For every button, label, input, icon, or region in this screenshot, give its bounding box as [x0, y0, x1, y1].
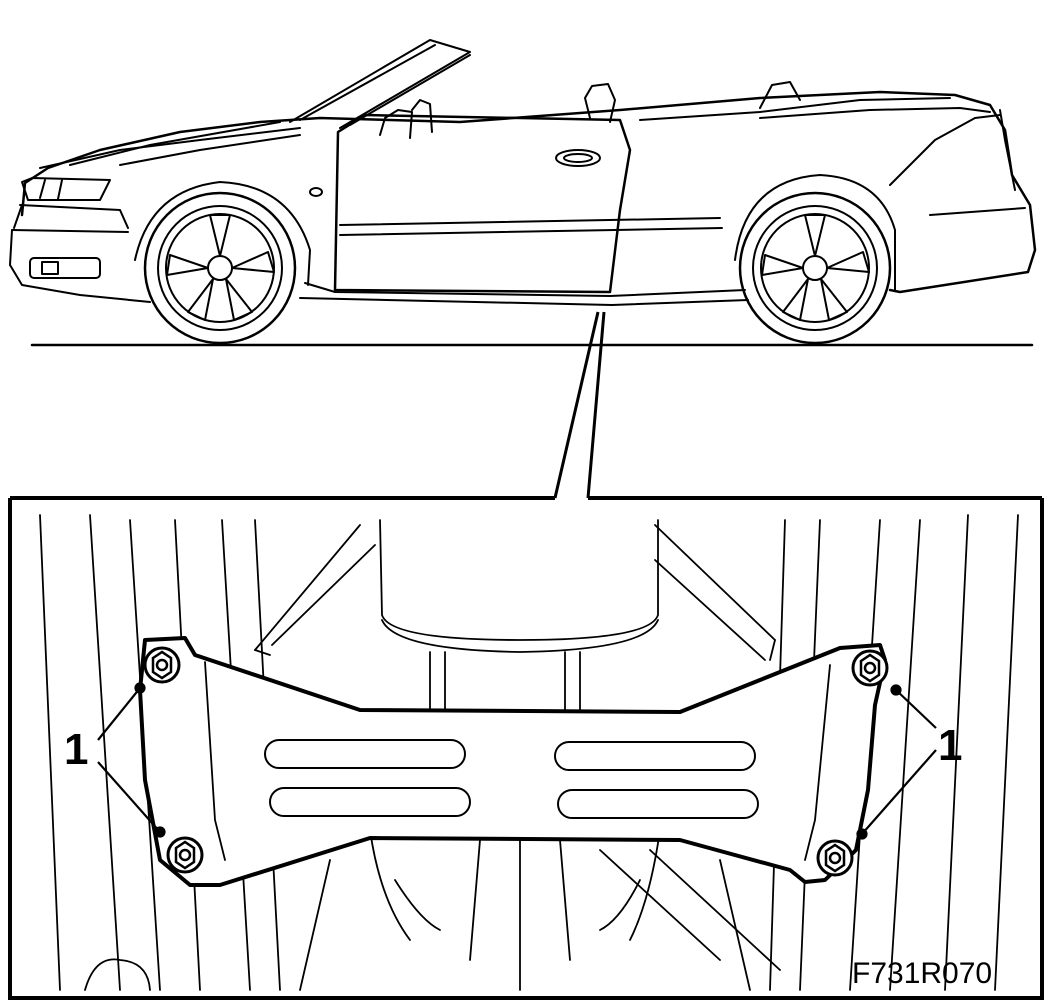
- bolt-bottom-right: [816, 839, 854, 877]
- bolt-top-left: [143, 646, 181, 684]
- callout-leaders: [97, 682, 937, 840]
- callout-label-right: 1: [938, 721, 962, 770]
- figure-id: F731R070: [852, 957, 992, 990]
- detail-frame: [8, 496, 1044, 1000]
- bolt-bottom-left: [166, 836, 204, 874]
- mounting-bolt-icon: [143, 646, 889, 877]
- underbody-brace-plate-icon: [138, 636, 887, 887]
- convertible-car-side-view-icon: [9, 39, 1037, 347]
- callout-label-left: 1: [64, 725, 88, 774]
- detail-leader: [553, 311, 606, 499]
- bolt-top-right: [851, 649, 889, 687]
